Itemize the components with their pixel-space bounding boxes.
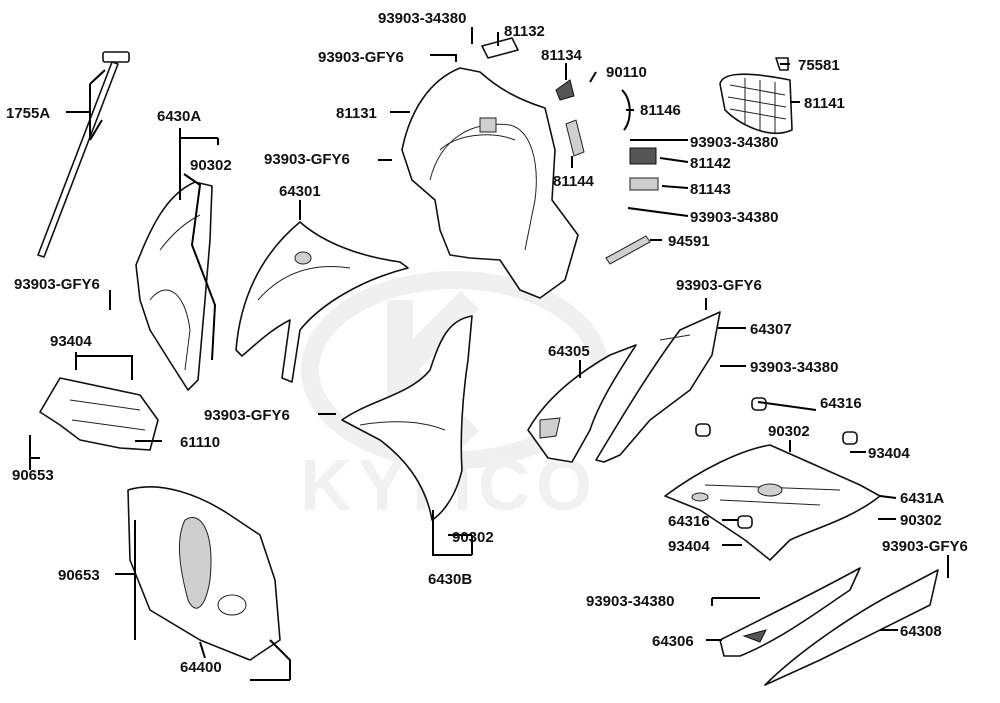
label-75581: 75581 bbox=[798, 57, 840, 74]
label-6430A: 6430A bbox=[157, 108, 201, 125]
label-90302-c: 90302 bbox=[768, 423, 810, 440]
label-90110: 90110 bbox=[606, 64, 647, 81]
front-cover-64400 bbox=[127, 486, 281, 661]
label-93903-34380-b: 93903-34380 bbox=[690, 134, 778, 151]
label-90653-b: 90653 bbox=[58, 567, 100, 584]
label-81141: 81141 bbox=[804, 95, 845, 112]
label-93903-GFY6-e: 93903-GFY6 bbox=[676, 277, 762, 294]
label-64306: 64306 bbox=[652, 633, 694, 650]
label-81146: 81146 bbox=[640, 102, 681, 119]
side-panel-64306 bbox=[719, 567, 861, 657]
label-61110: 61110 bbox=[180, 434, 220, 451]
label-90302-a: 90302 bbox=[190, 157, 232, 174]
label-93903-34380-d: 93903-34380 bbox=[750, 359, 838, 376]
leader-lines bbox=[29, 27, 949, 681]
latch-81143 bbox=[629, 177, 659, 191]
label-64316-a: 64316 bbox=[820, 395, 862, 412]
label-81144: 81144 bbox=[553, 173, 595, 190]
grommet-64316-top bbox=[695, 397, 858, 445]
side-panel-64308 bbox=[764, 569, 939, 686]
label-64305: 64305 bbox=[548, 343, 590, 360]
label-90302-b: 90302 bbox=[452, 529, 494, 546]
side-panel-64305 bbox=[527, 344, 637, 463]
label-64307: 64307 bbox=[750, 321, 792, 338]
side-panel-6430B bbox=[341, 315, 473, 521]
label-64301: 64301 bbox=[279, 183, 321, 200]
label-81131: 81131 bbox=[336, 105, 377, 122]
rod-1755A bbox=[37, 51, 130, 258]
label-93903-GFY6-d: 93903-GFY6 bbox=[204, 407, 290, 424]
label-93404-b: 93404 bbox=[868, 445, 910, 462]
strip-94591 bbox=[605, 235, 651, 265]
label-93404-a: 93404 bbox=[50, 333, 92, 350]
label-93903-34380-c: 93903-34380 bbox=[690, 209, 778, 226]
part-labels: 1755A 6430A 90302 93903-GFY6 93404 61110… bbox=[6, 10, 968, 676]
upper-body-81131 bbox=[401, 67, 579, 299]
label-64400: 64400 bbox=[180, 659, 222, 676]
label-93903-34380-e: 93903-34380 bbox=[586, 593, 674, 610]
grommet-64316-bottom bbox=[737, 515, 753, 529]
label-93903-GFY6-f: 93903-GFY6 bbox=[882, 538, 968, 555]
label-1755A: 1755A bbox=[6, 105, 50, 122]
label-94591: 94591 bbox=[668, 233, 710, 250]
grille-81141 bbox=[719, 73, 793, 135]
bracket-81132 bbox=[481, 37, 519, 59]
label-81132: 81132 bbox=[504, 23, 545, 40]
label-6430B: 6430B bbox=[428, 571, 472, 588]
label-93903-GFY6-c: 93903-GFY6 bbox=[264, 151, 350, 168]
bracket-61110 bbox=[39, 377, 159, 451]
label-93903-34380-a: 93903-34380 bbox=[378, 10, 466, 27]
label-64316-b: 64316 bbox=[668, 513, 710, 530]
side-panel-64307 bbox=[595, 311, 721, 463]
label-93903-GFY6-a: 93903-GFY6 bbox=[14, 276, 100, 293]
label-6431A: 6431A bbox=[900, 490, 944, 507]
trim-81144 bbox=[565, 119, 585, 157]
label-93404-c: 93404 bbox=[668, 538, 710, 555]
label-90302-d: 90302 bbox=[900, 512, 942, 529]
lock-81142 bbox=[629, 147, 657, 165]
label-81142: 81142 bbox=[690, 155, 731, 172]
front-panel-64301 bbox=[235, 221, 409, 383]
label-81143: 81143 bbox=[690, 181, 731, 198]
clip-81134 bbox=[555, 79, 575, 101]
floor-panel-6431A bbox=[664, 444, 881, 561]
label-81134: 81134 bbox=[541, 47, 583, 64]
label-64308: 64308 bbox=[900, 623, 942, 640]
label-93903-GFY6-b: 93903-GFY6 bbox=[318, 49, 404, 66]
label-90653-a: 90653 bbox=[12, 467, 54, 484]
inner-cover-6430A bbox=[135, 181, 213, 391]
